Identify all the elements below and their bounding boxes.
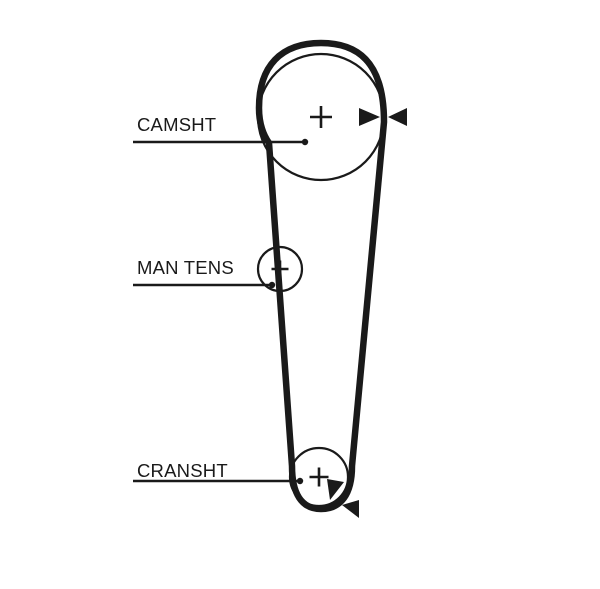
label-camshaft-leader-dot xyxy=(301,138,309,146)
crankshaft-pulley xyxy=(288,446,350,508)
crank-rotation-outer-arrow-icon xyxy=(342,500,359,518)
tensioner-pulley-circle xyxy=(256,245,304,293)
label-manual-tensioner-text: MAN TENS xyxy=(137,257,234,278)
crankshaft-pulley-circle xyxy=(288,446,350,508)
label-crankshaft-text: CRANSHT xyxy=(137,460,228,481)
label-crankshaft-leader-dot xyxy=(296,477,304,485)
label-camshaft: CAMSHT xyxy=(133,114,309,146)
label-manual-tensioner: MAN TENS xyxy=(133,257,276,289)
timing-belt-path xyxy=(255,39,388,513)
belt-width-right-arrow-icon xyxy=(388,108,407,126)
camshaft-pulley-circle xyxy=(256,52,386,182)
crank-rotation-inner-arrow-icon xyxy=(327,479,344,500)
label-crankshaft: CRANSHT xyxy=(133,460,304,485)
label-manual-tensioner-leader-dot xyxy=(268,281,276,289)
label-camshaft-text: CAMSHT xyxy=(137,114,216,135)
belt-width-left-arrow-icon xyxy=(359,108,380,126)
camshaft-pulley xyxy=(256,52,386,182)
tensioner-pulley xyxy=(256,245,304,293)
